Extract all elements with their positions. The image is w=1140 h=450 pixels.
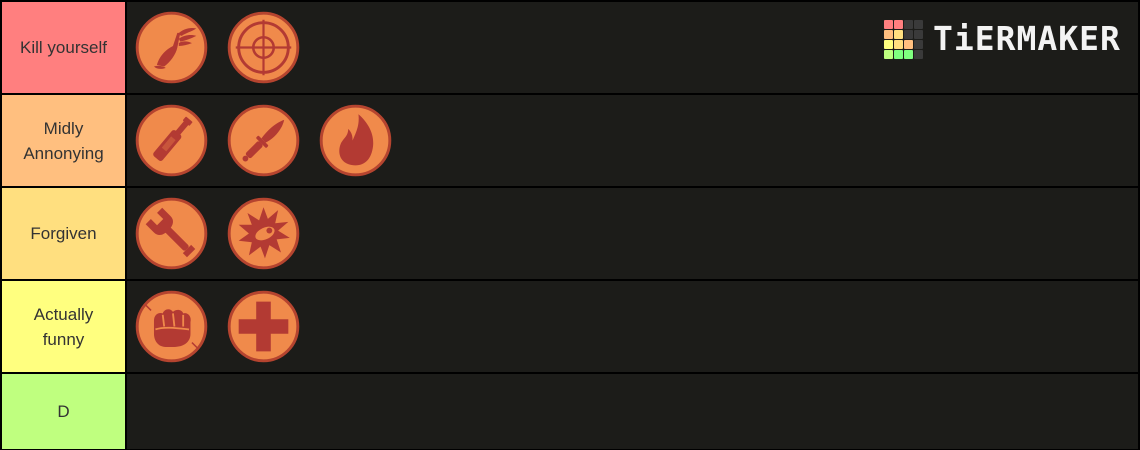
logo-grid-cell bbox=[914, 49, 923, 59]
tier-items-container[interactable] bbox=[127, 95, 1138, 186]
tier-row-midly-annonying: Midly Annonying bbox=[2, 95, 1138, 186]
tiermaker-logo: TiERMAKER bbox=[884, 19, 1121, 59]
logo-grid-cell bbox=[884, 39, 893, 49]
engineer-wrench-icon[interactable] bbox=[135, 197, 208, 270]
tier-row-d: D bbox=[2, 374, 1138, 449]
logo-grid-cell bbox=[884, 19, 893, 29]
tier-row-kill-yourself: Kill yourself bbox=[2, 2, 1138, 93]
logo-grid-cell bbox=[884, 49, 893, 59]
logo-grid-icon bbox=[884, 19, 923, 59]
medic-cross-icon[interactable] bbox=[227, 290, 300, 363]
tier-items-container[interactable] bbox=[127, 374, 1138, 449]
tier-label[interactable]: D bbox=[2, 374, 125, 449]
tier-items-container[interactable] bbox=[127, 2, 1138, 93]
logo-grid-cell bbox=[894, 19, 903, 29]
soldier-explosion-icon[interactable] bbox=[227, 197, 300, 270]
tier-label[interactable]: Kill yourself bbox=[2, 2, 125, 93]
sniper-crosshair-icon[interactable] bbox=[227, 11, 300, 84]
tier-label[interactable]: Forgiven bbox=[2, 188, 125, 279]
logo-grid-cell bbox=[904, 39, 913, 49]
tier-label[interactable]: Actually funny bbox=[2, 281, 125, 372]
tier-row-forgiven: Forgiven bbox=[2, 188, 1138, 279]
spy-knife-icon[interactable] bbox=[227, 104, 300, 177]
logo-grid-cell bbox=[914, 19, 923, 29]
pyro-flame-icon[interactable] bbox=[319, 104, 392, 177]
demoman-bottle-icon[interactable] bbox=[135, 104, 208, 177]
scout-winged-shoe-icon[interactable] bbox=[135, 11, 208, 84]
logo-grid-cell bbox=[894, 29, 903, 39]
logo-grid-cell bbox=[904, 49, 913, 59]
logo-grid-cell bbox=[904, 29, 913, 39]
tier-items-container[interactable] bbox=[127, 188, 1138, 279]
tier-label[interactable]: Midly Annonying bbox=[2, 95, 125, 186]
logo-grid-cell bbox=[894, 39, 903, 49]
tier-row-actually-funny: Actually funny bbox=[2, 281, 1138, 372]
logo-grid-cell bbox=[894, 49, 903, 59]
heavy-fist-icon[interactable] bbox=[135, 290, 208, 363]
logo-grid-cell bbox=[914, 29, 923, 39]
logo-grid-cell bbox=[904, 19, 913, 29]
logo-text: TiERMAKER bbox=[933, 19, 1121, 58]
tier-items-container[interactable] bbox=[127, 281, 1138, 372]
logo-grid-cell bbox=[914, 39, 923, 49]
logo-grid-cell bbox=[884, 29, 893, 39]
